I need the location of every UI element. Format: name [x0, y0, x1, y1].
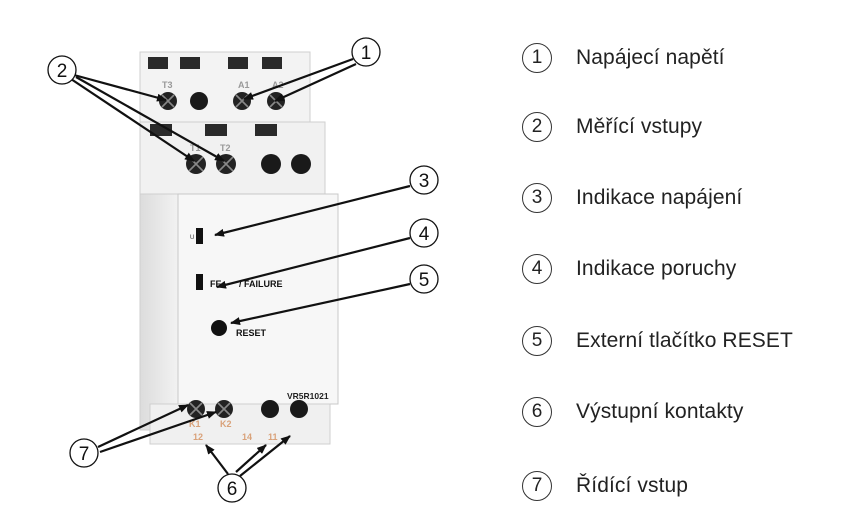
screw-hole-mid-2	[291, 154, 311, 174]
legend-number: 2	[522, 112, 552, 142]
label-k1: K1	[189, 419, 201, 429]
callout-1: 1	[351, 37, 381, 67]
legend: 1 Napájecí napětí 2 Měřící vstupy 3 Indi…	[522, 0, 851, 528]
screw-hole-mid-1	[261, 154, 281, 174]
arrow-1a	[243, 57, 354, 101]
legend-item-5: 5 Externí tlačítko RESET	[522, 324, 793, 358]
screw-t3	[159, 92, 177, 110]
svg-text:1: 1	[361, 43, 372, 64]
legend-number: 5	[522, 326, 552, 356]
mid-slot-2	[205, 124, 227, 136]
arrow-2c	[75, 76, 225, 162]
legend-item-6: 6 Výstupní kontakty	[522, 395, 743, 429]
callout-4: 4	[409, 218, 439, 248]
callout-arrows	[70, 57, 411, 477]
top-slot-1	[148, 57, 168, 69]
svg-text:3: 3	[419, 171, 430, 192]
mid-slot-1	[150, 124, 172, 136]
legend-text: Měřící vstupy	[576, 115, 703, 138]
model-label: VR5R1021	[287, 391, 329, 401]
screw-hole-bottom-2	[290, 400, 308, 418]
screw-hole-top	[190, 92, 208, 110]
legend-text: Externí tlačítko RESET	[576, 329, 793, 352]
arrow-2a	[73, 73, 167, 102]
arrow-4	[216, 236, 411, 289]
front-panel	[177, 193, 339, 405]
screw-k2	[215, 400, 233, 418]
fault-label: FE / FAILURE	[210, 279, 283, 289]
power-led	[196, 228, 203, 244]
legend-number: 7	[522, 471, 552, 501]
arrow-1b	[274, 62, 357, 103]
callout-2: 2	[47, 55, 77, 85]
label-12: 12	[193, 432, 203, 442]
label-a1: A1	[238, 80, 250, 90]
label-t1: T1	[190, 143, 201, 153]
label-14: 14	[242, 432, 252, 442]
arrow-6b	[235, 444, 267, 473]
fault-led	[196, 274, 203, 290]
arrow-3	[214, 184, 411, 237]
legend-item-3: 3 Indikace napájení	[522, 181, 742, 215]
svg-text:5: 5	[419, 270, 430, 291]
arrow-6c	[239, 435, 291, 477]
callout-5: 5	[409, 264, 439, 294]
label-k2: K2	[220, 419, 232, 429]
legend-number: 6	[522, 397, 552, 427]
callout-6: 6	[217, 473, 247, 503]
legend-number: 4	[522, 254, 552, 284]
power-led-label: U	[190, 235, 194, 241]
legend-text: Indikace poruchy	[576, 257, 737, 280]
svg-text:4: 4	[419, 224, 430, 245]
callout-7: 7	[69, 438, 99, 468]
legend-item-7: 7 Řídící vstup	[522, 469, 688, 503]
reset-label: RESET	[236, 328, 267, 338]
arrow-2b	[70, 78, 195, 162]
legend-item-4: 4 Indikace poruchy	[522, 252, 736, 286]
housing-side	[139, 193, 179, 431]
arrow-5	[230, 282, 411, 325]
label-11: 11	[268, 432, 278, 442]
svg-text:2: 2	[57, 61, 68, 82]
reset-button	[211, 320, 227, 336]
legend-number: 1	[522, 43, 552, 73]
legend-item-1: 1 Napájecí napětí	[522, 41, 725, 75]
legend-item-2: 2 Měřící vstupy	[522, 110, 702, 144]
label-t3: T3	[162, 80, 173, 90]
screw-a1	[233, 92, 251, 110]
top-slot-2	[180, 57, 200, 69]
callout-3: 3	[409, 165, 439, 195]
label-t2: T2	[220, 143, 231, 153]
arrow-7a	[97, 404, 189, 448]
mid-slot-3	[255, 124, 277, 136]
svg-text:7: 7	[79, 444, 90, 465]
legend-text: Výstupní kontakty	[576, 400, 744, 423]
top-slot-3	[228, 57, 248, 69]
legend-number: 3	[522, 183, 552, 213]
top-slot-4	[262, 57, 282, 69]
legend-text: Napájecí napětí	[576, 46, 725, 69]
legend-text: Indikace napájení	[576, 186, 743, 209]
svg-text:6: 6	[227, 479, 238, 500]
label-a2: A2	[272, 80, 284, 90]
arrow-7b	[99, 410, 217, 454]
screw-k1	[187, 400, 205, 418]
screw-hole-bottom-1	[261, 400, 279, 418]
legend-text: Řídící vstup	[576, 474, 689, 497]
relay-device: T3 A1 A2 T1 T2 U FE / FAILURE RESET VR5R…	[139, 51, 339, 445]
arrow-6a	[205, 444, 229, 475]
